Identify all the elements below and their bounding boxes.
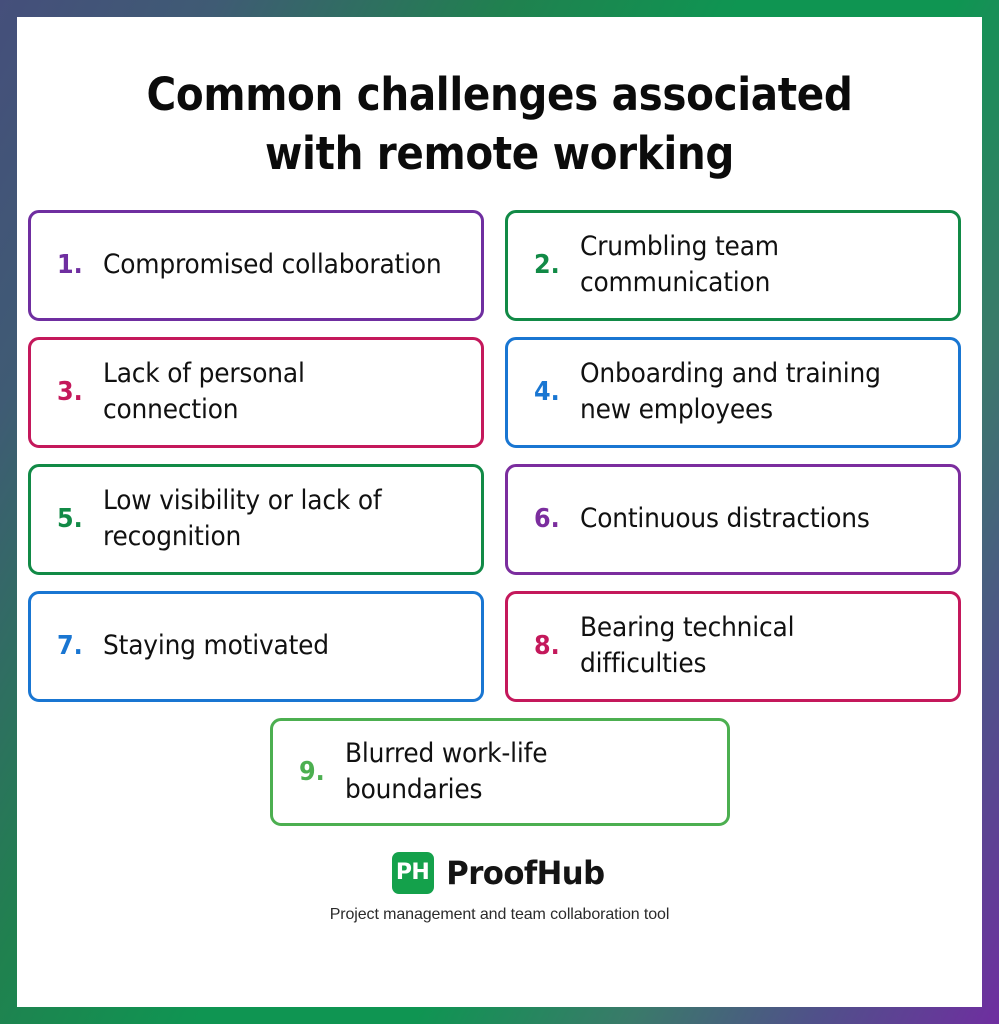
- challenge-label-5: Low visibility or lack of recognition: [102, 485, 382, 553]
- challenge-label-9: Blurred work-life boundaries: [344, 737, 548, 805]
- challenge-card-5: 5. Low visibility or lack of recognition: [27, 463, 484, 575]
- challenge-card-6: 6. Continuous distractions: [504, 463, 961, 575]
- challenge-number-9: 9.: [298, 756, 325, 787]
- challenge-card-9: 9. Blurred work-life boundaries: [269, 717, 730, 826]
- challenge-label-3: Lack of personal connection: [102, 358, 305, 426]
- challenge-card-2: 2. Crumbling team communication: [504, 209, 961, 321]
- challenge-number-1: 1.: [56, 250, 83, 281]
- challenge-number-6: 6.: [533, 504, 560, 535]
- page-title-line-2: with remote working: [264, 127, 734, 181]
- challenge-label-6: Continuous distractions: [579, 503, 870, 535]
- challenge-label-2: Crumbling team communication: [579, 231, 779, 299]
- challenge-label-8: Bearing technical difficulties: [579, 612, 795, 680]
- footer: PH ProofHub Project management and team …: [17, 851, 982, 924]
- challenge-card-1: 1. Compromised collaboration: [27, 209, 484, 321]
- challenge-label-7: Staying motivated: [102, 630, 329, 662]
- proofhub-logo-icon: PH: [391, 851, 434, 894]
- page-title: Common challenges associated with remote…: [65, 17, 934, 184]
- challenge-number-4: 4.: [533, 377, 560, 408]
- proofhub-logo-monogram: PH: [395, 859, 430, 885]
- challenge-label-1: Compromised collaboration: [102, 249, 442, 281]
- challenge-card-grid: 1. Compromised collaboration 2. Crumblin…: [27, 184, 972, 826]
- challenge-number-3: 3.: [56, 377, 83, 408]
- challenge-number-2: 2.: [533, 250, 560, 281]
- challenge-card-7: 7. Staying motivated: [27, 590, 484, 702]
- page-title-line-1: Common challenges associated: [146, 68, 853, 121]
- challenge-card-3: 3. Lack of personal connection: [27, 336, 484, 448]
- challenge-number-5: 5.: [56, 504, 83, 535]
- challenge-number-7: 7.: [56, 631, 83, 662]
- challenge-card-4: 4. Onboarding and training new employees: [504, 336, 961, 448]
- challenge-card-8: 8. Bearing technical difficulties: [504, 590, 961, 702]
- challenge-label-4: Onboarding and training new employees: [579, 358, 881, 426]
- brand-name: ProofHub: [445, 853, 605, 892]
- proofhub-logo: PH ProofHub: [17, 851, 982, 894]
- brand-tagline: Project management and team collaboratio…: [329, 905, 670, 923]
- challenge-number-8: 8.: [533, 631, 560, 662]
- poster-content: Common challenges associated with remote…: [17, 17, 982, 1007]
